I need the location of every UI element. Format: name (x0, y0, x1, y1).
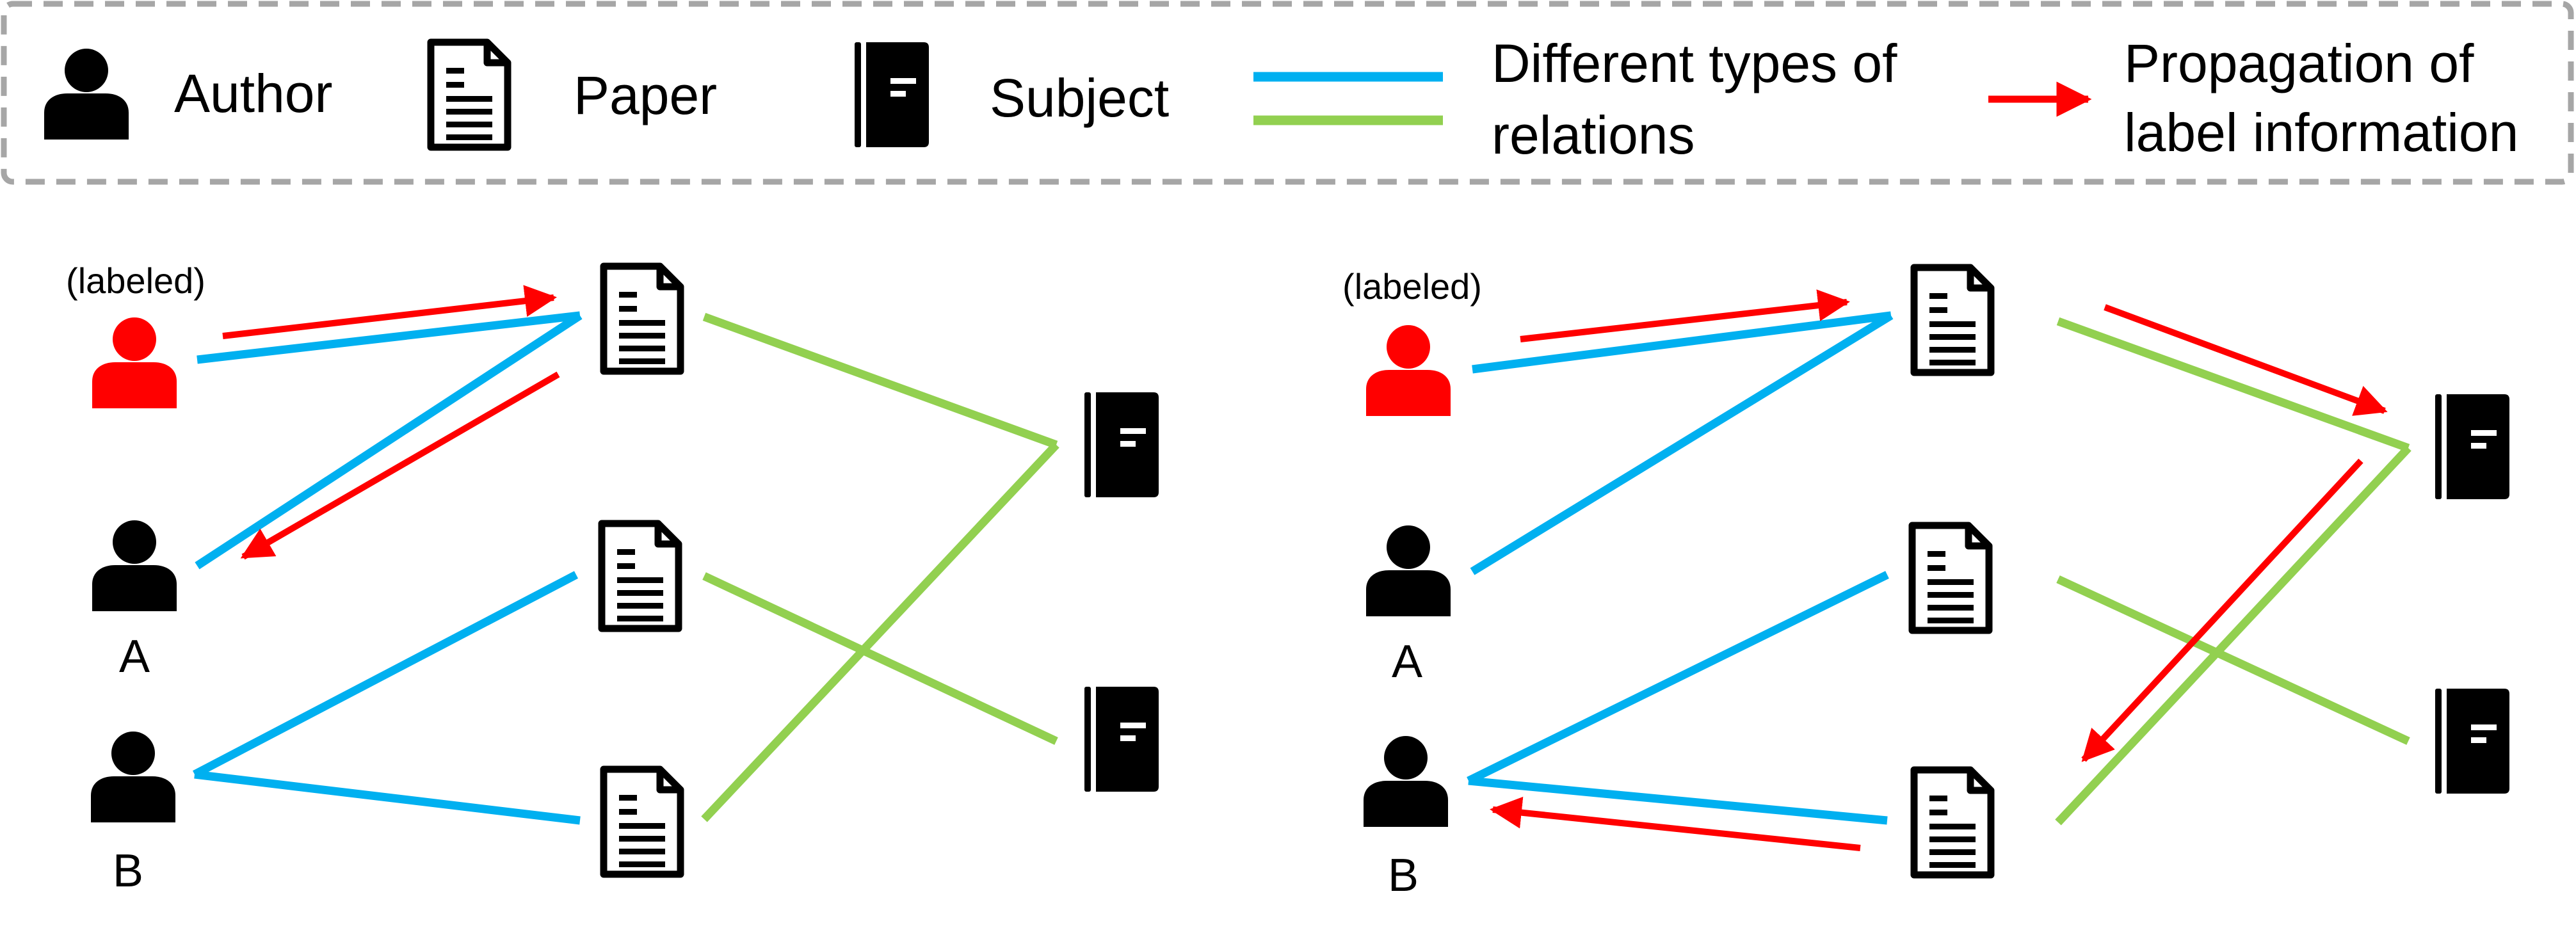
labeled-tag: (labeled) (1342, 266, 1482, 307)
legend-document-icon (431, 42, 508, 147)
edge-author-b-paper3 (194, 770, 581, 825)
left-graph: (labeled) A B (66, 260, 1159, 897)
legend-paper-label: Paper (574, 65, 717, 125)
edge-author-b-paper2 (1467, 571, 1889, 785)
edge-author-a-paper1 (195, 312, 583, 570)
legend-book-icon (855, 42, 929, 147)
legend-relations-label-line2: relations (1492, 105, 1695, 165)
subject-1-book-icon (1084, 392, 1159, 497)
author-b-person-icon (91, 732, 175, 822)
edge-labeled-author-paper1 (1472, 311, 1892, 374)
edge-paper2-subject2 (702, 572, 1058, 745)
author-a-label: A (1392, 636, 1422, 687)
legend-author-label: Author (174, 63, 333, 124)
labeled-tag: (labeled) (66, 260, 205, 301)
propagation-arrow-2 (2104, 304, 2388, 416)
edge-paper3-subject1 (701, 442, 1059, 822)
author-b-label: B (1388, 850, 1419, 901)
author-a-person-icon (1366, 525, 1451, 616)
labeled-author-person-icon (1366, 325, 1451, 416)
propagation-arrow-4 (1490, 796, 1861, 851)
legend: Author Paper Subject Different types of … (1, 1, 2574, 185)
edge-paper1-subject1 (2056, 317, 2410, 452)
subject-2-book-icon (1084, 687, 1159, 792)
paper-3-document-icon (1914, 770, 1991, 875)
author-a-label: A (119, 631, 150, 682)
edge-paper2-subject2 (2056, 575, 2410, 745)
edge-labeled-author-paper1 (197, 311, 581, 364)
legend-border (1, 1, 2574, 185)
legend-relations-label-line1: Different types of (1492, 33, 1897, 93)
paper-1-document-icon (604, 266, 680, 371)
labeled-author-person-icon (92, 317, 177, 408)
paper-3-document-icon (604, 769, 680, 874)
author-b-label: B (113, 845, 143, 897)
right-graph: (labeled) A B (1342, 266, 2509, 901)
legend-propagation-label-line1: Propagation of (2124, 33, 2474, 93)
legend-person-icon (44, 49, 129, 140)
edge-author-b-paper3 (1468, 776, 1888, 825)
edge-author-b-paper2 (192, 571, 579, 778)
author-a-person-icon (92, 520, 177, 611)
legend-propagation-label-line2: label information (2124, 102, 2518, 163)
legend-subject-label: Subject (990, 68, 1169, 128)
edge-author-a-paper1 (1470, 312, 1894, 575)
author-b-person-icon (1364, 736, 1448, 827)
subject-2-book-icon (2435, 689, 2509, 794)
propagation-arrow-1 (222, 285, 557, 339)
propagation-arrow-1 (1520, 289, 1850, 342)
paper-2-document-icon (1912, 525, 1989, 630)
subject-1-book-icon (2435, 394, 2509, 499)
propagation-arrow-3 (2081, 458, 2363, 762)
propagation-arrow-2 (240, 371, 560, 560)
paper-2-document-icon (602, 524, 679, 628)
edge-paper1-subject1 (702, 312, 1058, 449)
edge-paper3-subject1 (2055, 445, 2411, 826)
paper-1-document-icon (1914, 268, 1991, 372)
